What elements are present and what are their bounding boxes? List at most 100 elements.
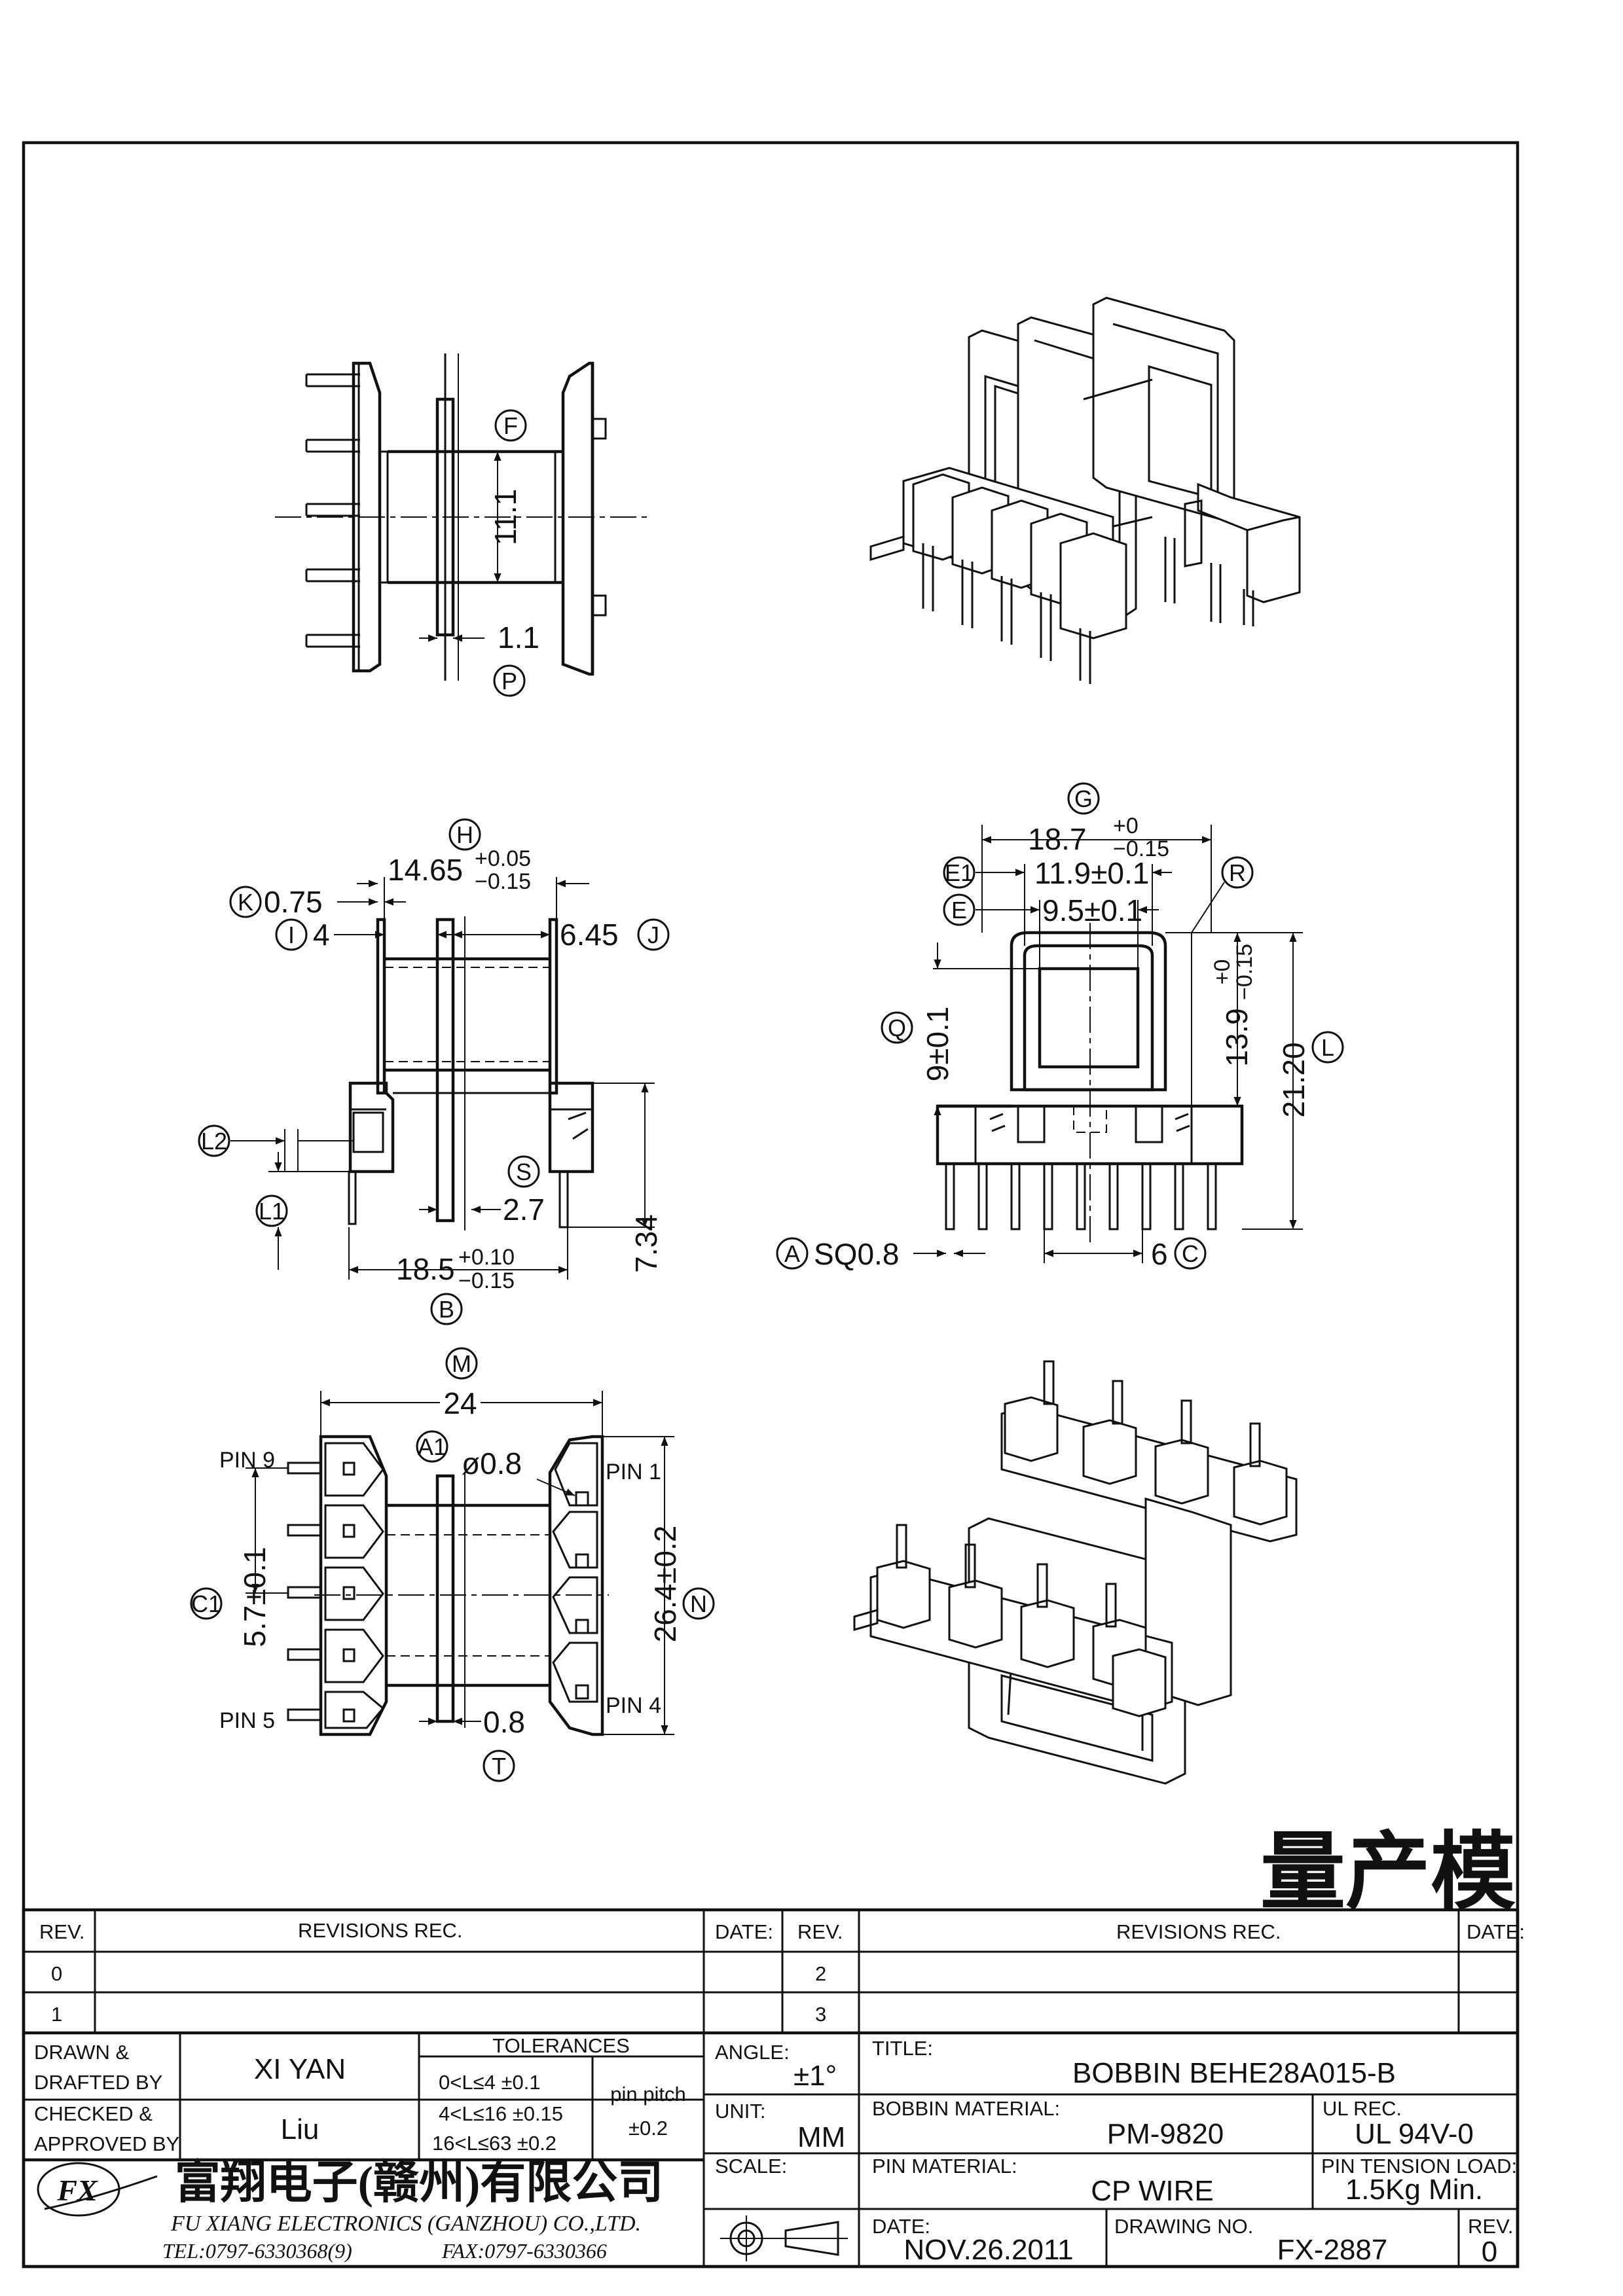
dim-sq-0-8: SQ0.8 — [814, 1237, 899, 1271]
title-block — [22, 1908, 1520, 2269]
pin-4-label: PIN 4 — [606, 1693, 661, 1718]
tol-row-3: 16<L≤63 ±0.2 — [432, 2132, 556, 2155]
callout-F: F — [503, 412, 518, 439]
callout-N: N — [690, 1590, 707, 1617]
company-tel: TEL:0797-6330368(9) — [162, 2239, 352, 2263]
dim-11-1: 11.1 — [488, 489, 522, 545]
title-label: TITLE: — [872, 2037, 933, 2060]
callout-H: H — [456, 821, 473, 848]
callout-A1: A1 — [418, 1433, 447, 1460]
company-fax: FAX:0797-6330366 — [441, 2239, 607, 2263]
view-front-left: 14.65 +0.05 −0.15 H K 0.75 I 4 6.45 J L2… — [198, 818, 670, 1325]
view-isometric-top — [869, 296, 1301, 684]
pin-tension-value: 1.5Kg Min. — [1345, 2174, 1483, 2206]
view-bottom-left: PIN 9 PIN 5 PIN 1 PIN 4 M 24 A1 ø0.8 5.7… — [190, 1347, 715, 1782]
dim-14-65-tol-up: +0.05 — [475, 846, 531, 871]
rev-row-2: 2 — [815, 1962, 826, 1985]
dim-0-75: 0.75 — [264, 885, 323, 919]
drawn-value: XI YAN — [254, 2053, 346, 2085]
callout-C: C — [1182, 1240, 1199, 1267]
dim-1-1: 1.1 — [498, 620, 539, 655]
title-block-text: REV. REVISIONS REC. DATE: REV. REVISIONS… — [34, 1919, 1525, 2268]
dim-26-4: 26.4±0.2 — [648, 1526, 682, 1643]
dim-4: 4 — [313, 918, 330, 952]
pin-pitch-value: ±0.2 — [629, 2117, 668, 2140]
dim-11-9: 11.9±0.1 — [1034, 856, 1149, 890]
checked-value: Liu — [281, 2113, 319, 2145]
rev-header-left: REV. — [39, 1920, 85, 1943]
dim-18-5-tol-up: +0.10 — [458, 1245, 515, 1270]
callout-L1: L1 — [259, 1198, 285, 1225]
rev-header-right: REV. — [797, 1920, 843, 1943]
rev-label: REV. — [1468, 2215, 1514, 2238]
tolerances-header: TOLERANCES — [492, 2034, 630, 2057]
callout-Q: Q — [888, 1014, 906, 1041]
dim-5-7: 5.7±0.1 — [238, 1547, 272, 1647]
callout-G: G — [1074, 785, 1093, 812]
dim-13-9-tol-dn: −0.15 — [1232, 944, 1257, 1000]
callout-M: M — [452, 1350, 471, 1377]
dim-18-7-tol-up: +0 — [1113, 814, 1139, 838]
dim-0-8: 0.8 — [483, 1705, 525, 1739]
bobbin-material-value: PM-9820 — [1107, 2118, 1224, 2150]
callout-A: A — [784, 1240, 800, 1267]
dim-6-45: 6.45 — [560, 918, 619, 952]
revisions-header-left: REVISIONS REC. — [298, 1919, 463, 1942]
pin-material-label: PIN MATERIAL: — [872, 2155, 1017, 2178]
callout-P: P — [501, 668, 517, 694]
dim-2-7: 2.7 — [503, 1193, 545, 1227]
callout-L2: L2 — [201, 1128, 227, 1155]
status-stamp: 量产模 — [1260, 1826, 1516, 1920]
date-header-right: DATE: — [1467, 1920, 1525, 1943]
callout-R: R — [1229, 859, 1246, 886]
view-isometric-bottom — [853, 1360, 1298, 1785]
title-value: BOBBIN BEHE28A015-B — [1072, 2057, 1396, 2089]
company-logo — [37, 2162, 158, 2217]
callout-T: T — [492, 1753, 506, 1780]
dim-21-20: 21.20 — [1277, 1042, 1311, 1117]
callout-B: B — [439, 1296, 454, 1323]
tol-row-2: 4<L≤16 ±0.15 — [439, 2102, 563, 2125]
pin-9-label: PIN 9 — [219, 1448, 275, 1473]
drawing-no-value: FX-2887 — [1277, 2234, 1388, 2266]
dim-14-65: 14.65 — [388, 853, 463, 887]
angle-value: ±1° — [793, 2060, 837, 2092]
date-header-left: DATE: — [715, 1920, 773, 1943]
callout-S: S — [516, 1158, 532, 1185]
callout-E: E — [951, 897, 967, 924]
ul-label: UL REC. — [1322, 2097, 1402, 2120]
scale-label: SCALE: — [715, 2155, 787, 2178]
pin-5-label: PIN 5 — [219, 1708, 275, 1733]
rev-value: 0 — [1482, 2236, 1497, 2268]
view-side-top: 11.1 F 1.1 P — [275, 353, 648, 697]
dim-dia-0-8: ø0.8 — [462, 1446, 522, 1480]
pin-material-value: CP WIRE — [1091, 2175, 1213, 2207]
checked-label-2: APPROVED BY — [34, 2132, 179, 2155]
company-name-cn: 富翔电子(赣州)有限公司 — [175, 2157, 664, 2208]
date-label: DATE: — [872, 2215, 930, 2238]
checked-label-1: CHECKED & — [34, 2102, 153, 2125]
unit-label: UNIT: — [715, 2100, 766, 2123]
dim-6: 6 — [1151, 1237, 1168, 1271]
dim-13-9: 13.9 — [1220, 1008, 1254, 1067]
pin-pitch-label: pin pitch — [610, 2083, 685, 2106]
callout-L: L — [1321, 1034, 1334, 1061]
view-end-right: G 18.7 +0 −0.15 E1 11.9±0.1 E 9.5±0.1 R … — [776, 782, 1344, 1271]
tol-row-1: 0<L≤4 ±0.1 — [439, 2071, 541, 2094]
pin-1-label: PIN 1 — [606, 1460, 661, 1484]
dim-14-65-tol-dn: −0.15 — [475, 869, 531, 894]
dim-9: 9±0.1 — [921, 1007, 955, 1082]
pin-tension-label: PIN TENSION LOAD: — [1321, 2155, 1517, 2178]
revisions-header-right: REVISIONS REC. — [1116, 1920, 1281, 1943]
callout-C1: C1 — [191, 1590, 221, 1617]
dim-24: 24 — [443, 1386, 477, 1420]
drawn-label-2: DRAFTED BY — [34, 2071, 162, 2094]
callout-K: K — [238, 889, 253, 916]
rev-row-3: 3 — [815, 2003, 826, 2026]
drawing-no-label: DRAWING NO. — [1114, 2215, 1253, 2238]
dim-7-34: 7.34 — [629, 1214, 663, 1273]
callout-E1: E1 — [945, 859, 974, 886]
company-logo-text: FX — [56, 2174, 98, 2207]
unit-value: MM — [797, 2121, 845, 2153]
